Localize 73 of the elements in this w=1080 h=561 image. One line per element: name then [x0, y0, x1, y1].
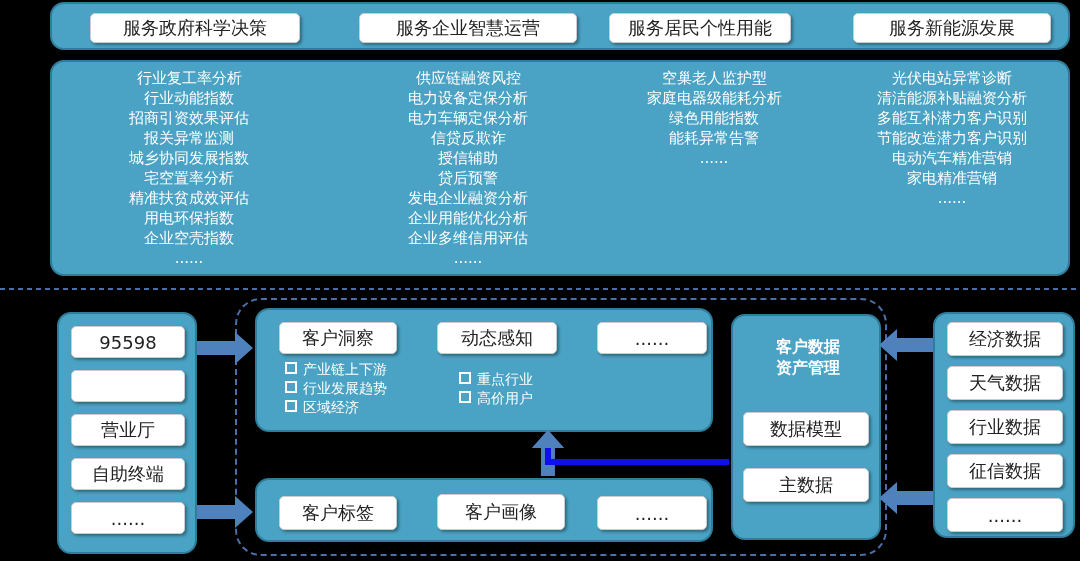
analysis-item: 报关异常监测: [144, 128, 234, 148]
analysis-panel: [50, 60, 1070, 276]
empty-box: [71, 370, 185, 402]
data-box: 数据模型: [743, 412, 869, 446]
service-box: 服务企业智慧运营: [359, 13, 577, 43]
arrow: [532, 430, 729, 466]
data-box: 天气数据: [947, 366, 1063, 400]
data-source-panel: [933, 312, 1075, 538]
analysis-item: 城乡协同发展指数: [129, 148, 249, 168]
ellipsis-text: ......: [453, 248, 483, 268]
arrow: [197, 332, 253, 365]
function-box: 客户画像: [437, 494, 565, 530]
analysis-item: 企业用能优化分析: [408, 208, 528, 228]
arrow: [879, 329, 933, 361]
analysis-item: 发电企业融资分析: [408, 188, 528, 208]
ellipsis-text: ......: [937, 188, 967, 208]
channel-box: 自助终端: [71, 458, 185, 490]
top-panel: [50, 2, 1070, 50]
analysis-item: 电力设备定保分析: [408, 88, 528, 108]
channel-panel: [57, 312, 197, 554]
function-box: ......: [597, 322, 707, 354]
service-box: 服务政府科学决策: [90, 13, 300, 43]
service-box: 服务新能源发展: [853, 13, 1051, 43]
analysis-item: 授信辅助: [438, 148, 498, 168]
function-box: 动态感知: [437, 322, 557, 354]
analysis-item: 用电环保指数: [144, 208, 234, 228]
analysis-item: 贷后预警: [438, 168, 498, 188]
analysis-item: 电力车辆定保分析: [408, 108, 528, 128]
insight-panel: [255, 308, 713, 432]
data-box: ......: [947, 498, 1063, 532]
analysis-item: 家庭电器级能耗分析: [646, 88, 782, 108]
channel-box: 95598: [71, 326, 185, 358]
analysis-item: 信贷反欺诈: [430, 128, 506, 148]
data-box: 征信数据: [947, 454, 1063, 488]
bullet-item: 高价用户: [459, 389, 533, 408]
analysis-item: 招商引资效果评估: [129, 108, 249, 128]
service-box: 服务居民个性用能: [609, 13, 791, 43]
function-box: ......: [597, 496, 707, 530]
arrow: [879, 482, 933, 514]
data-box: 经济数据: [947, 322, 1063, 356]
analysis-item: 绿色用能指数: [669, 108, 759, 128]
label-panel: [255, 478, 713, 542]
dashed-region: [235, 298, 887, 556]
bullet-item: 重点行业: [459, 370, 533, 389]
data-box: 主数据: [743, 468, 869, 502]
data-box: 行业数据: [947, 410, 1063, 444]
function-box: 客户标签: [279, 496, 397, 530]
panel-title: 客户数据资产管理: [775, 336, 841, 378]
analysis-item: 企业多维信用评估: [408, 228, 528, 248]
bullet-item: 行业发展趋势: [285, 379, 387, 398]
analysis-item: 行业复工率分析: [136, 68, 242, 88]
channel-box: ......: [71, 502, 185, 534]
function-box: 客户洞察: [279, 322, 397, 354]
analysis-item: 节能改造潜力客户识别: [877, 128, 1027, 148]
analysis-item: 清洁能源补贴融资分析: [877, 88, 1027, 108]
analysis-item: 多能互补潜力客户识别: [877, 108, 1027, 128]
ellipsis-text: ......: [174, 248, 204, 268]
analysis-item: 供应链融资风控: [415, 68, 521, 88]
ellipsis-text: ......: [699, 148, 729, 168]
analysis-item: 能耗异常告警: [669, 128, 759, 148]
bullet-item: 产业链上下游: [285, 360, 387, 379]
analysis-item: 光伏电站异常诊断: [892, 68, 1012, 88]
asset-panel: [731, 314, 881, 540]
analysis-item: 空巢老人监护型: [661, 68, 767, 88]
analysis-item: 宅空置率分析: [144, 168, 234, 188]
channel-box: 营业厅: [71, 414, 185, 446]
bullet-item: 区域经济: [285, 398, 359, 417]
analysis-item: 精准扶贫成效评估: [129, 188, 249, 208]
arrow: [196, 495, 253, 528]
analysis-item: 企业空壳指数: [144, 228, 234, 248]
analysis-item: 家电精准营销: [907, 168, 997, 188]
analysis-item: 行业动能指数: [144, 88, 234, 108]
analysis-item: 电动汽车精准营销: [892, 148, 1012, 168]
